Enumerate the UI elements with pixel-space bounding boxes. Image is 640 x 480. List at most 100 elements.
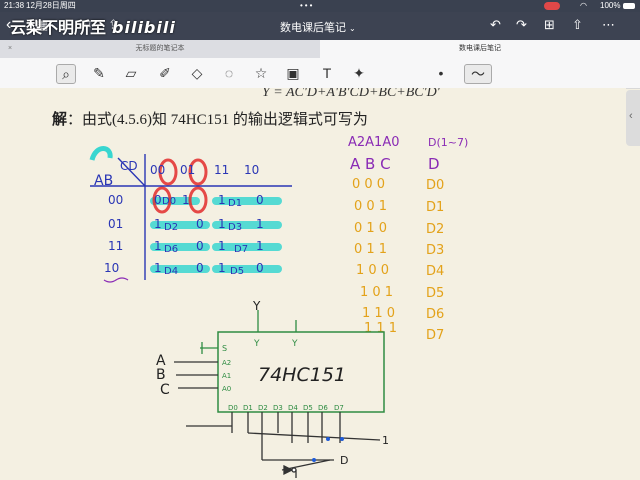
data-pin-label: D2 <box>258 404 268 412</box>
kmap-d-label: D0 <box>162 196 176 207</box>
data-pin-label: D5 <box>303 404 313 412</box>
kmap-labels: CD AB 00 01 11 10 00 01 11 10 0 1 1 0 D0… <box>94 159 264 283</box>
laser-pointer-icon[interactable]: ✦ <box>353 65 365 81</box>
kmap-d-label: D7 <box>234 244 248 255</box>
kmap-grid <box>89 146 292 280</box>
kmap-cell: 0 <box>154 193 162 207</box>
kmap-d-label: D3 <box>228 222 242 233</box>
export-icon[interactable]: ⇧ <box>572 17 583 32</box>
kmap-col-header: 01 <box>180 163 195 177</box>
kmap-circles <box>152 158 208 214</box>
drawing-toolbar: ⌕ ✎ ▱ ✐ ◇ ◌ ☆ ▣ T ✦ • 〜 <box>0 58 640 89</box>
multitask-dots-icon[interactable]: ••• <box>300 1 315 10</box>
kmap-row-header: 10 <box>104 261 119 275</box>
shapes-icon[interactable]: ◇ <box>191 65 203 81</box>
note-page[interactable]: Y = AC'D+A'B'CD+BC+BC'D' 解：由式(4.5.6)知 74… <box>0 88 626 480</box>
tt-row-bits: 0 1 1 <box>354 242 387 257</box>
kmap-row-header: 01 <box>108 217 123 231</box>
title-bar: ‹ ▦ ⌕ ⌑ ⇪ 数电课后笔记⌄ ↶ ↷ ⊞ ⇧ ⋯ <box>0 12 640 40</box>
kmap-cell: 1 <box>154 217 162 231</box>
lasso-zoom-icon[interactable]: ⌕ <box>56 64 76 84</box>
kmap-col-header: 00 <box>150 163 165 177</box>
tab-label: 数电课后笔记 <box>459 45 501 52</box>
kmap-cell: 1 <box>218 261 226 275</box>
kmap-d-label: D1 <box>228 198 242 209</box>
output-ybar-label: Y <box>291 339 298 349</box>
output-y1-label: Y <box>253 339 260 349</box>
kmap-col-header: 10 <box>244 163 259 177</box>
printed-equation: Y = AC'D+A'B'CD+BC+BC'D' <box>262 88 440 100</box>
tt-row-bits: 1 0 1 <box>360 285 393 300</box>
pen-size-dot-icon[interactable]: • <box>438 65 444 81</box>
tt-row-d: D5 <box>426 286 444 301</box>
kmap-d-label: D5 <box>230 266 244 277</box>
data-pin-label: D4 <box>288 404 298 412</box>
tt-row-bits: 1 1 0 <box>362 306 395 321</box>
data-pin-label: D3 <box>273 404 283 412</box>
grid-icon[interactable]: ▦ <box>36 17 49 32</box>
tt-row-d: D4 <box>426 264 444 279</box>
tt-row-bits: 0 0 0 <box>352 177 385 192</box>
channel-name: 云梨不明所至 <box>10 20 107 37</box>
redo-icon[interactable]: ↷ <box>516 17 527 32</box>
chevron-left-icon: ‹ <box>629 110 633 122</box>
kmap-cell: 1 <box>218 217 226 231</box>
kmap-cell: 1 <box>154 239 162 253</box>
image-icon[interactable]: ▣ <box>286 65 300 81</box>
kmap-col-header: 11 <box>214 163 229 177</box>
undo-icon[interactable]: ↶ <box>490 17 501 32</box>
share-icon[interactable]: ⇪ <box>108 17 119 32</box>
recording-icon <box>544 2 560 10</box>
document-title[interactable]: 数电课后笔记⌄ <box>280 22 356 34</box>
tab-label: 无标题的笔记本 <box>135 45 185 52</box>
tt-row-d: D6 <box>426 307 444 322</box>
tt-row-d: D0 <box>426 178 444 193</box>
more-icon[interactable]: ⋯ <box>602 17 615 32</box>
tab-bar: × 无标题的笔记本 数电课后笔记 <box>0 40 640 58</box>
tt-header-sel: A2A1A0 <box>348 135 400 150</box>
logic-one-label: 1 <box>382 434 389 447</box>
status-date: 12月28日周四 <box>26 1 76 10</box>
tt-row-bits: 0 0 1 <box>354 199 387 214</box>
highlighter-icon[interactable]: ✐ <box>159 65 171 81</box>
data-pin-label: D1 <box>243 404 253 412</box>
kmap-row-header: 11 <box>108 239 123 253</box>
search-icon[interactable]: ⌕ <box>60 17 68 32</box>
stroke-style-icon[interactable]: 〜 <box>464 64 492 84</box>
tt-row-d: D1 <box>426 200 444 215</box>
d-input-label: D <box>340 454 348 467</box>
kmap-cell: 0 <box>196 217 204 231</box>
eraser-icon[interactable]: ▱ <box>125 65 137 81</box>
kmap-cell: 0 <box>256 193 264 207</box>
back-icon[interactable]: ‹ <box>6 16 12 33</box>
tt-header-out: D(1~7) <box>428 136 468 149</box>
close-tab-icon[interactable]: × <box>8 45 13 52</box>
enable-pin-label: S <box>222 344 227 353</box>
sticker-icon[interactable]: ☆ <box>254 65 268 81</box>
tab-untitled-notebook[interactable]: × 无标题的笔记本 <box>0 40 320 58</box>
tab-current-notes[interactable]: 数电课后笔记 <box>320 40 640 58</box>
kmap-highlights <box>150 197 282 273</box>
lasso-icon[interactable]: ◌ <box>224 65 234 81</box>
truth-table: A2A1A0 D(1~7) A B C D 0 0 0 D0 0 0 1 D1 … <box>348 135 468 343</box>
page-scroll-handle[interactable]: ‹ <box>626 90 640 146</box>
add-page-icon[interactable]: ⊞ <box>544 17 555 32</box>
text-icon[interactable]: T <box>322 65 332 81</box>
circuit-diagram <box>174 310 385 478</box>
solution-text: ：由式(4.5.6)知 74HC151 的输出逻辑式可写为 <box>67 112 368 128</box>
kmap-cell: 0 <box>196 239 204 253</box>
tt-row-bits: 0 1 0 <box>354 221 387 236</box>
tt-row-d: D3 <box>426 243 444 258</box>
wifi-icon: ◠ <box>580 1 587 10</box>
select-pin-label: A2 <box>222 359 231 367</box>
kmap-cell: 1 <box>256 239 264 253</box>
select-pin-label: A1 <box>222 372 231 380</box>
kmap-cell: 0 <box>256 261 264 275</box>
pen-icon[interactable]: ✎ <box>93 65 105 81</box>
kmap-cell: 1 <box>256 217 264 231</box>
tt-row-bits: 1 0 0 <box>356 263 389 278</box>
chevron-down-icon: ⌄ <box>349 24 356 33</box>
bookmark-icon[interactable]: ⌑ <box>84 17 91 32</box>
kmap-d-label: D4 <box>164 266 178 277</box>
